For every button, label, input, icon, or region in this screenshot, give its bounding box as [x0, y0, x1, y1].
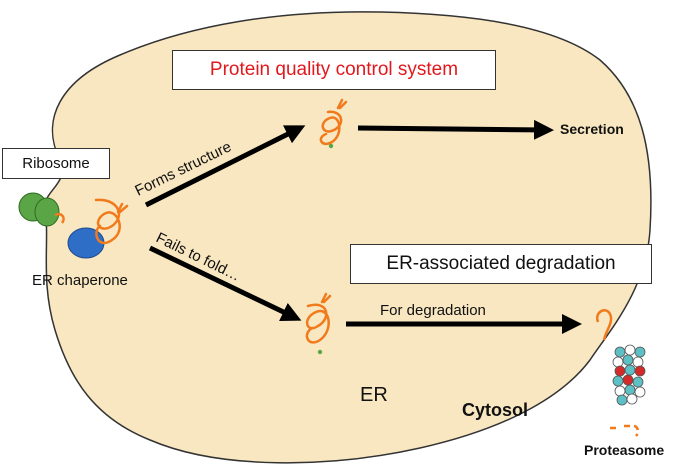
fails-to-fold-arrow [148, 245, 302, 321]
proteasome-icon [595, 309, 646, 437]
cytosol-label: Cytosol [462, 400, 529, 420]
erad-label: ER-associated degradation [386, 253, 616, 274]
for-degradation-label: For degradation [380, 302, 486, 319]
ribosome-label-box: Ribosome [2, 148, 110, 179]
diagram-title: Protein quality control system [172, 50, 496, 90]
er-chaperone-label: ER chaperone [32, 272, 128, 289]
secretion-label: Secretion [560, 121, 624, 137]
folded-protein-icon [319, 98, 348, 149]
er-chaperone-icon [67, 227, 105, 259]
ribosome-icon [18, 192, 65, 227]
proteasome-label: Proteasome [584, 442, 665, 458]
secretion-arrow [357, 119, 554, 140]
erad-label-box: ER-associated degradation [350, 244, 652, 284]
er-membrane [44, 11, 652, 464]
er-label: ER [360, 384, 388, 406]
diagram-title-text: Protein quality control system [209, 59, 459, 80]
ribosome-label: Ribosome [22, 155, 90, 172]
misfolded-protein-icon [305, 292, 332, 355]
forms-structure-arrow [144, 125, 306, 208]
nascent-protein-icon [94, 198, 129, 245]
